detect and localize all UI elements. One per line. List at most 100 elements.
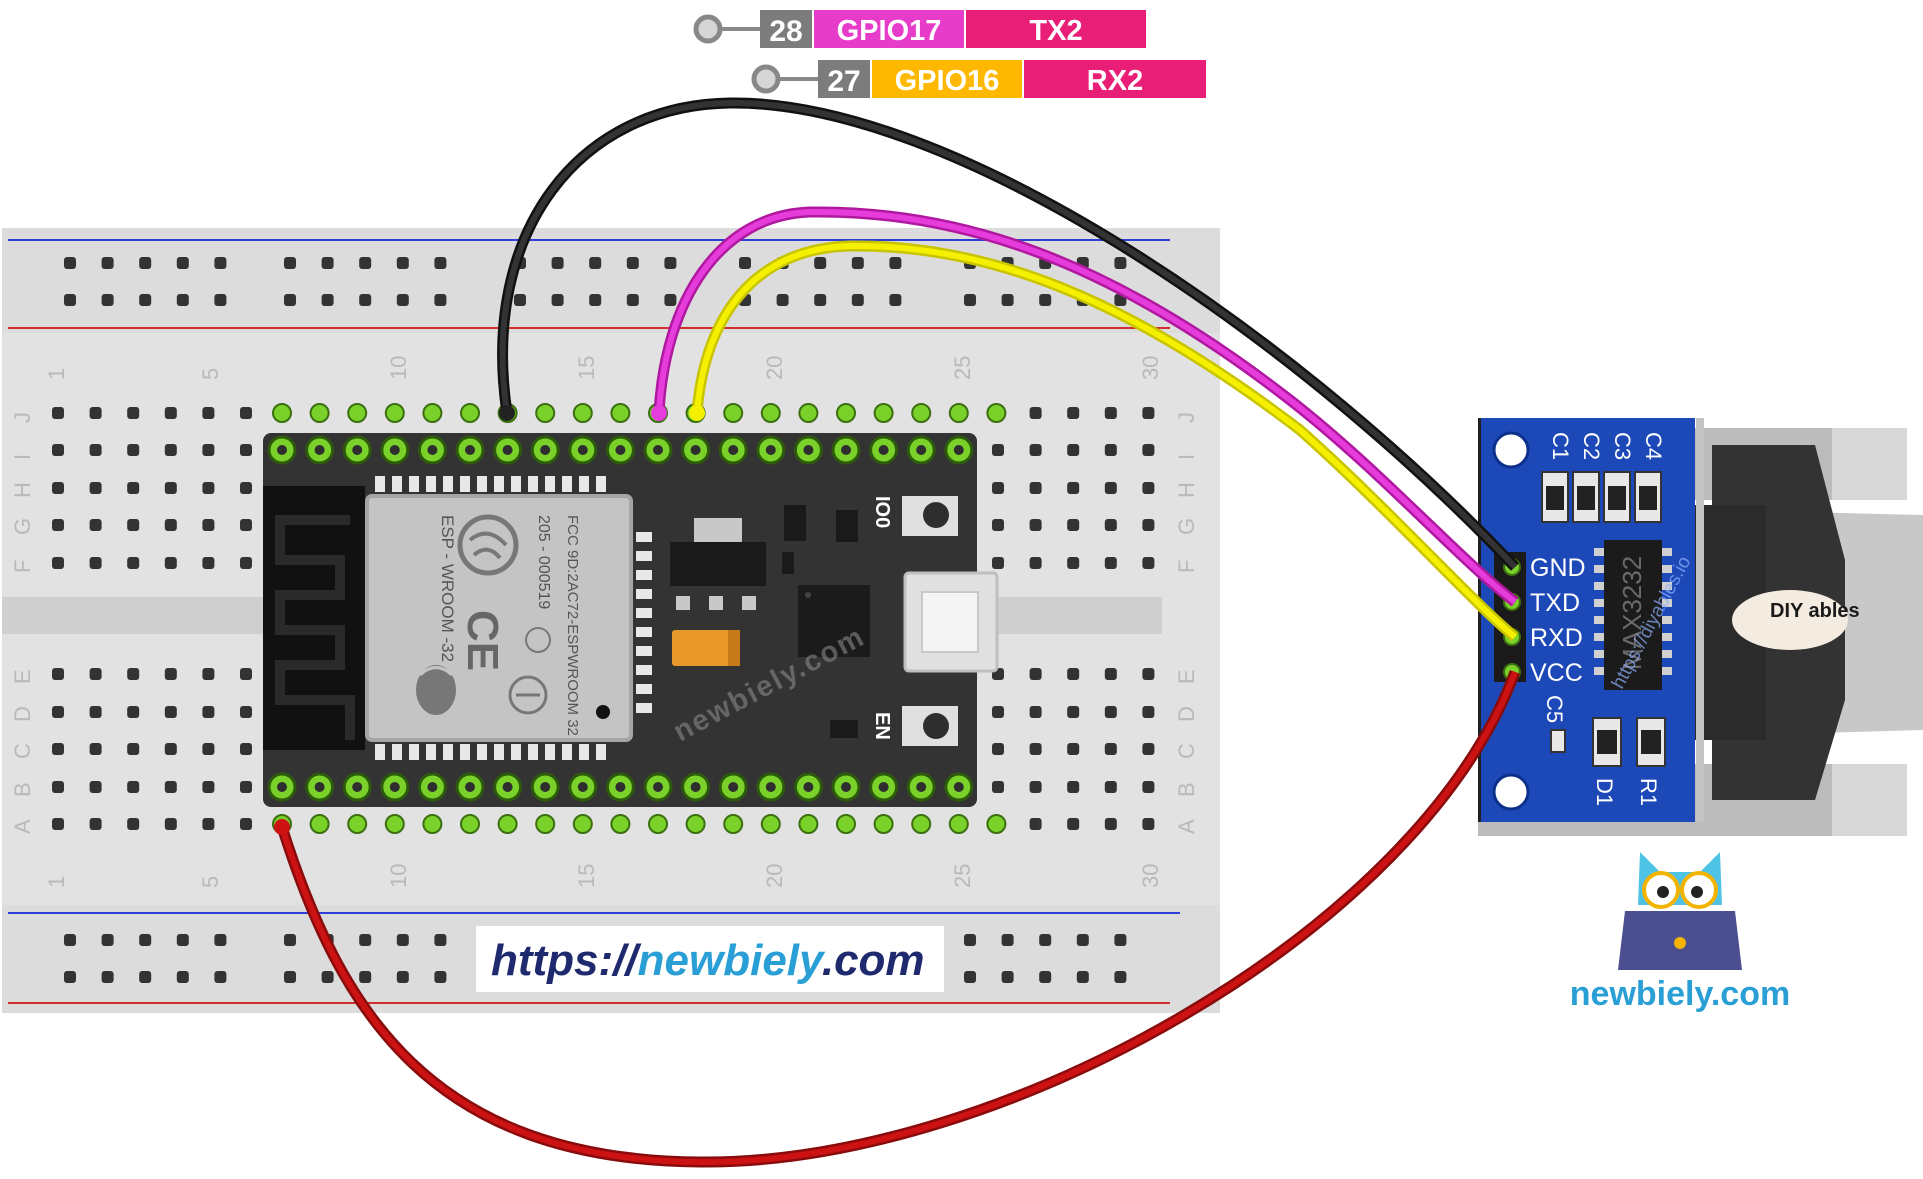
- rs232-module: DIY ables C1 C2 C3 C4 MAX3232 https://di…: [1478, 418, 1923, 836]
- breadboard-hole: [164, 519, 177, 531]
- occupied-hole: [760, 403, 781, 423]
- breadboard-hole: [434, 257, 447, 269]
- breadboard-hole: [240, 444, 252, 456]
- module-pin: [426, 476, 436, 492]
- breadboard-hole: [89, 818, 102, 830]
- brand-text: newbiely.com: [1570, 975, 1790, 1013]
- header-pin-hole: [277, 445, 287, 455]
- breadboard-hole: [240, 781, 252, 793]
- module-pin: [375, 744, 385, 760]
- io0-button[interactable]: [902, 496, 958, 536]
- header-pin-hole: [427, 782, 438, 792]
- breadboard-hole: [1142, 668, 1155, 680]
- chip-leg: [1594, 565, 1604, 573]
- breadboard-hole: [1142, 407, 1155, 419]
- breadboard-hole: [739, 257, 751, 269]
- occupied-hole: [309, 403, 330, 423]
- breadboard-hole: [814, 294, 827, 306]
- breadboard-hole: [202, 444, 215, 456]
- header-pin-hole: [841, 782, 851, 792]
- header-pin-hole: [540, 782, 551, 792]
- breadboard-hole: [359, 294, 372, 306]
- column-number: 15: [574, 864, 599, 888]
- module-pin: [636, 665, 652, 675]
- en-button[interactable]: [902, 706, 958, 746]
- module-pin: [477, 744, 487, 760]
- chip-leg: [1662, 599, 1672, 607]
- wire-gnd: [499, 99, 1518, 570]
- breadboard-hole: [359, 971, 372, 983]
- occupied-hole: [798, 403, 819, 423]
- occupied-hole: [309, 814, 330, 834]
- occupied-hole: [648, 814, 668, 834]
- breadboard-hole: [64, 934, 76, 946]
- breadboard-hole: [164, 444, 177, 456]
- breadboard-hole: [240, 706, 252, 718]
- breadboard-hole: [127, 781, 140, 793]
- occupied-hole: [986, 814, 1007, 834]
- breadboard-hole: [1067, 706, 1080, 718]
- breadboard-hole: [1029, 743, 1042, 755]
- breadboard-hole: [1067, 668, 1080, 680]
- breadboard-hole: [589, 294, 602, 306]
- breadboard-hole: [1039, 971, 1052, 983]
- breadboard-hole: [889, 257, 902, 269]
- occupied-hole: [948, 814, 969, 834]
- row-letter: F: [10, 560, 35, 573]
- chip-leg: [1662, 667, 1672, 675]
- header-pin-hole: [878, 782, 889, 792]
- breadboard-hole: [1076, 971, 1089, 983]
- row-letter: C: [10, 743, 35, 759]
- breadboard-hole: [164, 818, 177, 830]
- column-number: 25: [950, 356, 975, 380]
- pin-txd: TXD: [1530, 589, 1580, 617]
- occupied-hole: [723, 403, 744, 423]
- breadboard-hole: [851, 294, 864, 306]
- module-pin: [636, 532, 652, 542]
- breadboard-hole: [202, 557, 215, 569]
- chip-leg: [1662, 616, 1672, 624]
- breadboard-hole: [176, 971, 189, 983]
- occupied-hole: [610, 814, 631, 834]
- occupied-hole: [535, 403, 556, 423]
- breadboard-hole: [1142, 557, 1155, 569]
- breadboard-hole: [202, 519, 215, 531]
- breadboard-hole: [664, 294, 677, 306]
- en-label: EN: [871, 712, 893, 740]
- pin-marker-icon: [751, 64, 781, 94]
- chip-leg: [1662, 565, 1672, 573]
- bottom-label: R1: [1636, 778, 1661, 806]
- breadboard-hole: [1067, 743, 1080, 755]
- pin-label-tx: 28 GPIO17 TX2: [693, 10, 1146, 48]
- breadboard-hole: [1104, 482, 1117, 494]
- max3232-chip: [1604, 540, 1662, 690]
- breadboard-hole: [164, 668, 177, 680]
- breadboard-hole: [202, 706, 215, 718]
- breadboard-hole: [202, 743, 215, 755]
- breadboard-hole: [52, 781, 64, 793]
- breadboard-hole: [1067, 781, 1080, 793]
- header-pin-hole: [916, 445, 927, 455]
- breadboard-hole: [101, 934, 114, 946]
- occupied-hole: [272, 403, 292, 423]
- breadboard-hole: [1142, 444, 1155, 456]
- occupied-hole: [948, 403, 969, 423]
- breadboard-hole: [1104, 818, 1117, 830]
- breadboard-hole: [1029, 444, 1042, 456]
- url-prefix: https://: [491, 936, 642, 985]
- column-number: 1: [44, 876, 69, 888]
- breadboard-hole: [89, 444, 102, 456]
- header-pin-hole: [615, 782, 626, 792]
- breadboard-hole: [240, 818, 252, 830]
- module-pins: [375, 476, 652, 760]
- breadboard-hole: [589, 257, 602, 269]
- breadboard-hole: [52, 818, 64, 830]
- breadboard-hole: [101, 971, 114, 983]
- breadboard-hole: [992, 444, 1004, 456]
- header-pin-hole: [577, 445, 588, 455]
- breadboard-hole: [1142, 519, 1155, 531]
- pin-number: 28: [769, 15, 802, 48]
- breadboard-hole: [52, 519, 64, 531]
- module-pin: [636, 570, 652, 580]
- breadboard-hole: [1114, 257, 1127, 269]
